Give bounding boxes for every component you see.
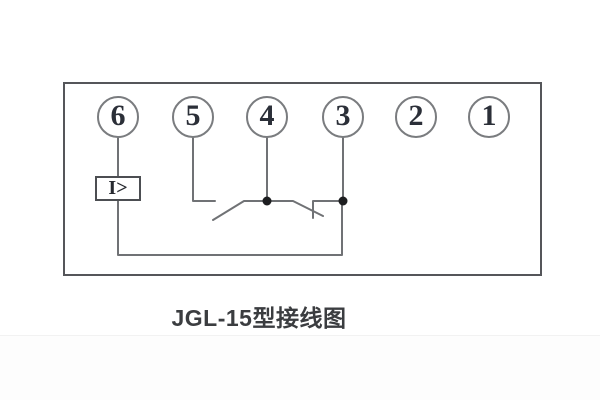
- terminal-5-label: 5: [185, 99, 201, 132]
- terminal-4-label: 4: [259, 99, 275, 132]
- terminal-6: 6: [97, 96, 139, 138]
- coil-to-terminal3-wire-path: [117, 137, 343, 256]
- terminal-6-label: 6: [110, 99, 126, 132]
- junction-dot-terminal3: [338, 196, 348, 206]
- diagram-caption: JGL-15型接线图: [171, 305, 347, 331]
- terminal5-lead-path: [192, 137, 216, 202]
- panel-border-rect: [63, 82, 542, 276]
- overcurrent-element-label: I>: [108, 176, 128, 199]
- terminal-1: 1: [468, 96, 510, 138]
- terminal-2-label: 2: [408, 99, 424, 132]
- terminal-1-label: 1: [481, 99, 497, 132]
- junction-dot-terminal4: [262, 196, 272, 206]
- terminal-3-label: 3: [335, 99, 351, 132]
- overcurrent-element-box: I>: [95, 176, 141, 201]
- terminal-3: 3: [322, 96, 364, 138]
- nc-fixed-contact-path: [312, 200, 344, 219]
- terminal-2: 2: [395, 96, 437, 138]
- terminal-4: 4: [246, 96, 288, 138]
- terminal-5: 5: [172, 96, 214, 138]
- page-footer-area: [0, 335, 600, 400]
